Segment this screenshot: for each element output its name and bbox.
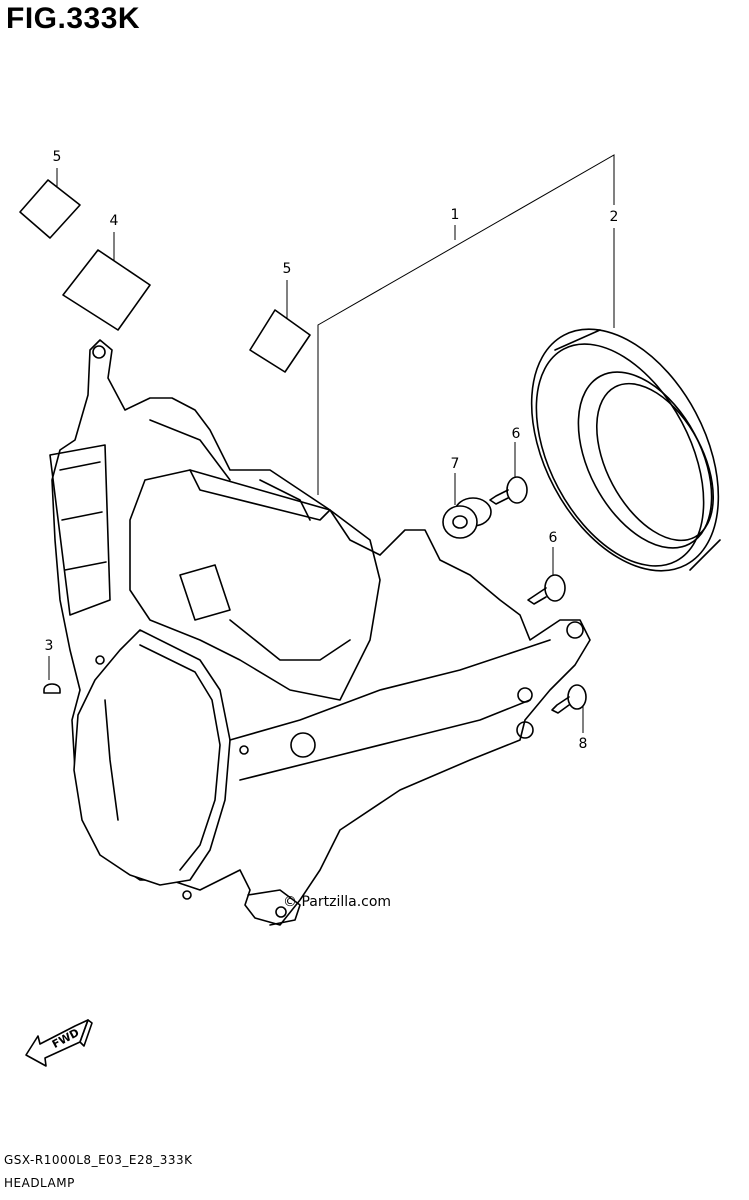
label-sticker-5-top <box>19 179 81 239</box>
callout-8: 8 <box>578 736 588 752</box>
callout-1: 1 <box>450 207 460 223</box>
grommet <box>442 497 492 539</box>
figure-title: FIG.333K <box>6 2 141 35</box>
callout-5-mid: 5 <box>282 261 292 277</box>
screw-6-lower <box>527 574 566 605</box>
callout-6-lower: 6 <box>548 530 558 546</box>
figure-code: GSX-R1000L8_E03_E28_333K <box>4 1153 193 1167</box>
callout-5-top: 5 <box>52 149 62 165</box>
watermark: © Partzilla.com <box>283 894 392 910</box>
cap-3 <box>43 683 61 694</box>
callout-2: 2 <box>609 209 619 225</box>
callout-7: 7 <box>450 456 460 472</box>
headlamp-seal-ring <box>530 328 721 572</box>
callout-3: 3 <box>44 638 54 654</box>
bolt-8 <box>551 684 587 714</box>
callout-4: 4 <box>109 213 119 229</box>
fwd-arrow <box>25 1019 93 1067</box>
leader-lines <box>48 154 615 733</box>
callout-6-upper: 6 <box>511 426 521 442</box>
watermark-text: Partzilla.com <box>301 894 392 910</box>
label-sticker-5-mid <box>249 309 311 373</box>
figure-name: HEADLAMP <box>4 1176 75 1190</box>
label-sticker-4 <box>62 249 151 331</box>
screw-6-upper <box>489 476 528 505</box>
headlamp-assembly <box>49 339 591 926</box>
